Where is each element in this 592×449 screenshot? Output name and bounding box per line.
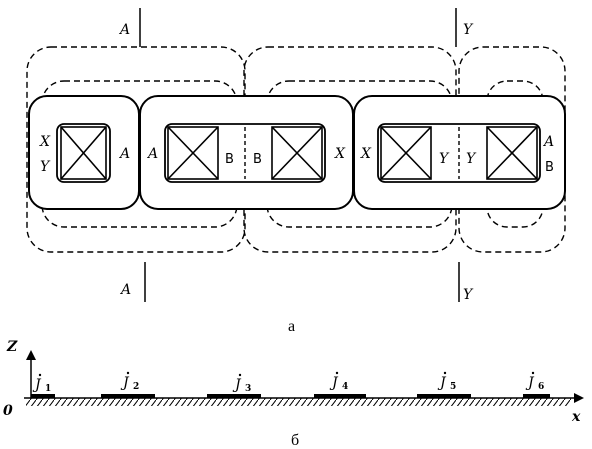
coil-right-letter-left: X <box>360 146 372 162</box>
winding-window-right <box>377 123 541 183</box>
current-index-6: 6 <box>538 382 544 392</box>
winding-window-left <box>56 123 111 183</box>
figure-a: A Y A Y <box>26 8 566 335</box>
axis-label-z: Z <box>6 339 18 355</box>
current-symbol-1: J <box>32 377 42 393</box>
current-index-5: 5 <box>450 382 456 392</box>
coil-middle-center-2: B <box>253 152 262 167</box>
current-symbol-6: J <box>525 375 535 391</box>
coil-middle-center-1: B <box>225 152 234 167</box>
current-index-1: 1 <box>45 384 51 394</box>
coil-middle-letter-left: A <box>146 146 158 162</box>
coil-right-letter-2: B <box>545 160 554 175</box>
origin-label: 0 <box>3 403 13 419</box>
coil-right-center-2: Y <box>466 151 477 167</box>
conductor-slots <box>60 126 538 180</box>
coil-frame-right <box>353 95 566 210</box>
current-index-3: 3 <box>245 384 251 394</box>
coil-right-letter-1: A <box>542 134 554 150</box>
current-index-2: 2 <box>133 382 139 392</box>
caption-a: а <box>288 318 295 335</box>
current-label-2: J 2 <box>120 371 139 392</box>
current-symbol-4: J <box>329 375 339 391</box>
winding-window-middle <box>164 123 326 183</box>
slot-5 <box>486 126 538 180</box>
coil-left-letter-1: X <box>39 134 51 150</box>
label-bottom-a: A <box>119 282 131 298</box>
current-label-6: J 6 <box>525 371 544 392</box>
coil-frame-middle <box>139 95 354 210</box>
current-label-5: J 5 <box>437 371 456 392</box>
current-symbol-2: J <box>120 375 130 391</box>
label-top-a: A <box>118 22 130 38</box>
axis-label-x: x <box>571 409 581 425</box>
slot-1 <box>60 126 107 180</box>
inner-loop-left <box>41 80 238 228</box>
slot-2 <box>167 126 219 180</box>
slot-3 <box>271 126 323 180</box>
coil-right-center-1: Y <box>439 151 450 167</box>
x-axis-arrow <box>574 393 584 403</box>
caption-b: б <box>291 432 299 449</box>
ground-hatch <box>26 398 571 406</box>
z-axis-arrow <box>26 350 36 360</box>
label-bottom-y: Y <box>463 287 474 303</box>
slot-4 <box>380 126 432 180</box>
current-label-3: J 3 <box>232 373 251 394</box>
coil-left-letter-right: A <box>118 146 130 162</box>
coil-middle-letter-right: X <box>334 146 346 162</box>
inner-loop-middle <box>266 80 453 228</box>
figure-b: Z x 0 J 1 J 2 J 3 J <box>3 339 584 449</box>
current-label-4: J 4 <box>329 371 348 392</box>
current-symbol-5: J <box>437 375 447 391</box>
current-label-1: J 1 <box>32 373 51 394</box>
label-top-y: Y <box>463 22 474 38</box>
current-symbol-3: J <box>232 377 242 393</box>
coil-left-letter-2: Y <box>40 159 51 175</box>
current-index-4: 4 <box>342 382 348 392</box>
